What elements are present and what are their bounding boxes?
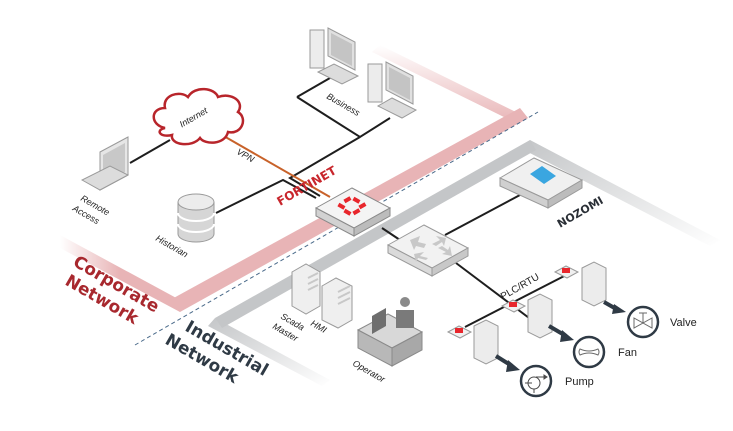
nozomi-appliance[interactable] [498,157,584,209]
valve-label: Valve [670,317,697,329]
desktop-pc-icon [309,27,360,85]
business-label: Business [325,91,362,118]
laptop-icon [80,136,130,191]
valve-device[interactable] [626,305,660,339]
plc-indicator-icon [562,268,570,273]
fan-device[interactable] [572,335,606,369]
internet-cloud: Internet [152,87,245,146]
operator-label: Operator [351,358,388,385]
fortinet-logo-icon [337,196,367,216]
plc-module[interactable] [500,293,553,339]
database-icon [177,193,215,243]
control-arrows [494,300,626,372]
fan-icon [578,348,600,356]
operator-workstation-icon [356,297,424,367]
vpn-label: VPN [235,146,256,164]
pump-icon [525,374,548,393]
pump-label: Pump [565,376,594,388]
valve-icon [633,312,653,329]
industrial-zone-band [208,140,720,386]
vpn-link [221,134,331,198]
fortinet-firewall[interactable] [314,187,392,237]
zone-divider [134,111,539,346]
plc-module[interactable] [446,319,499,365]
nozomi-screen-icon [530,166,556,184]
desktop-pc-icon [367,61,418,119]
plc-indicator-icon [509,302,517,307]
pump-device[interactable] [519,364,553,398]
switch-arrows-icon [410,236,452,262]
fan-label: Fan [618,347,637,359]
plc-indicator-icon [455,328,463,333]
network-switch[interactable] [386,224,470,277]
scada-master-server[interactable] [291,263,321,315]
plc-module[interactable] [553,261,607,307]
hmi-server[interactable] [321,277,353,329]
